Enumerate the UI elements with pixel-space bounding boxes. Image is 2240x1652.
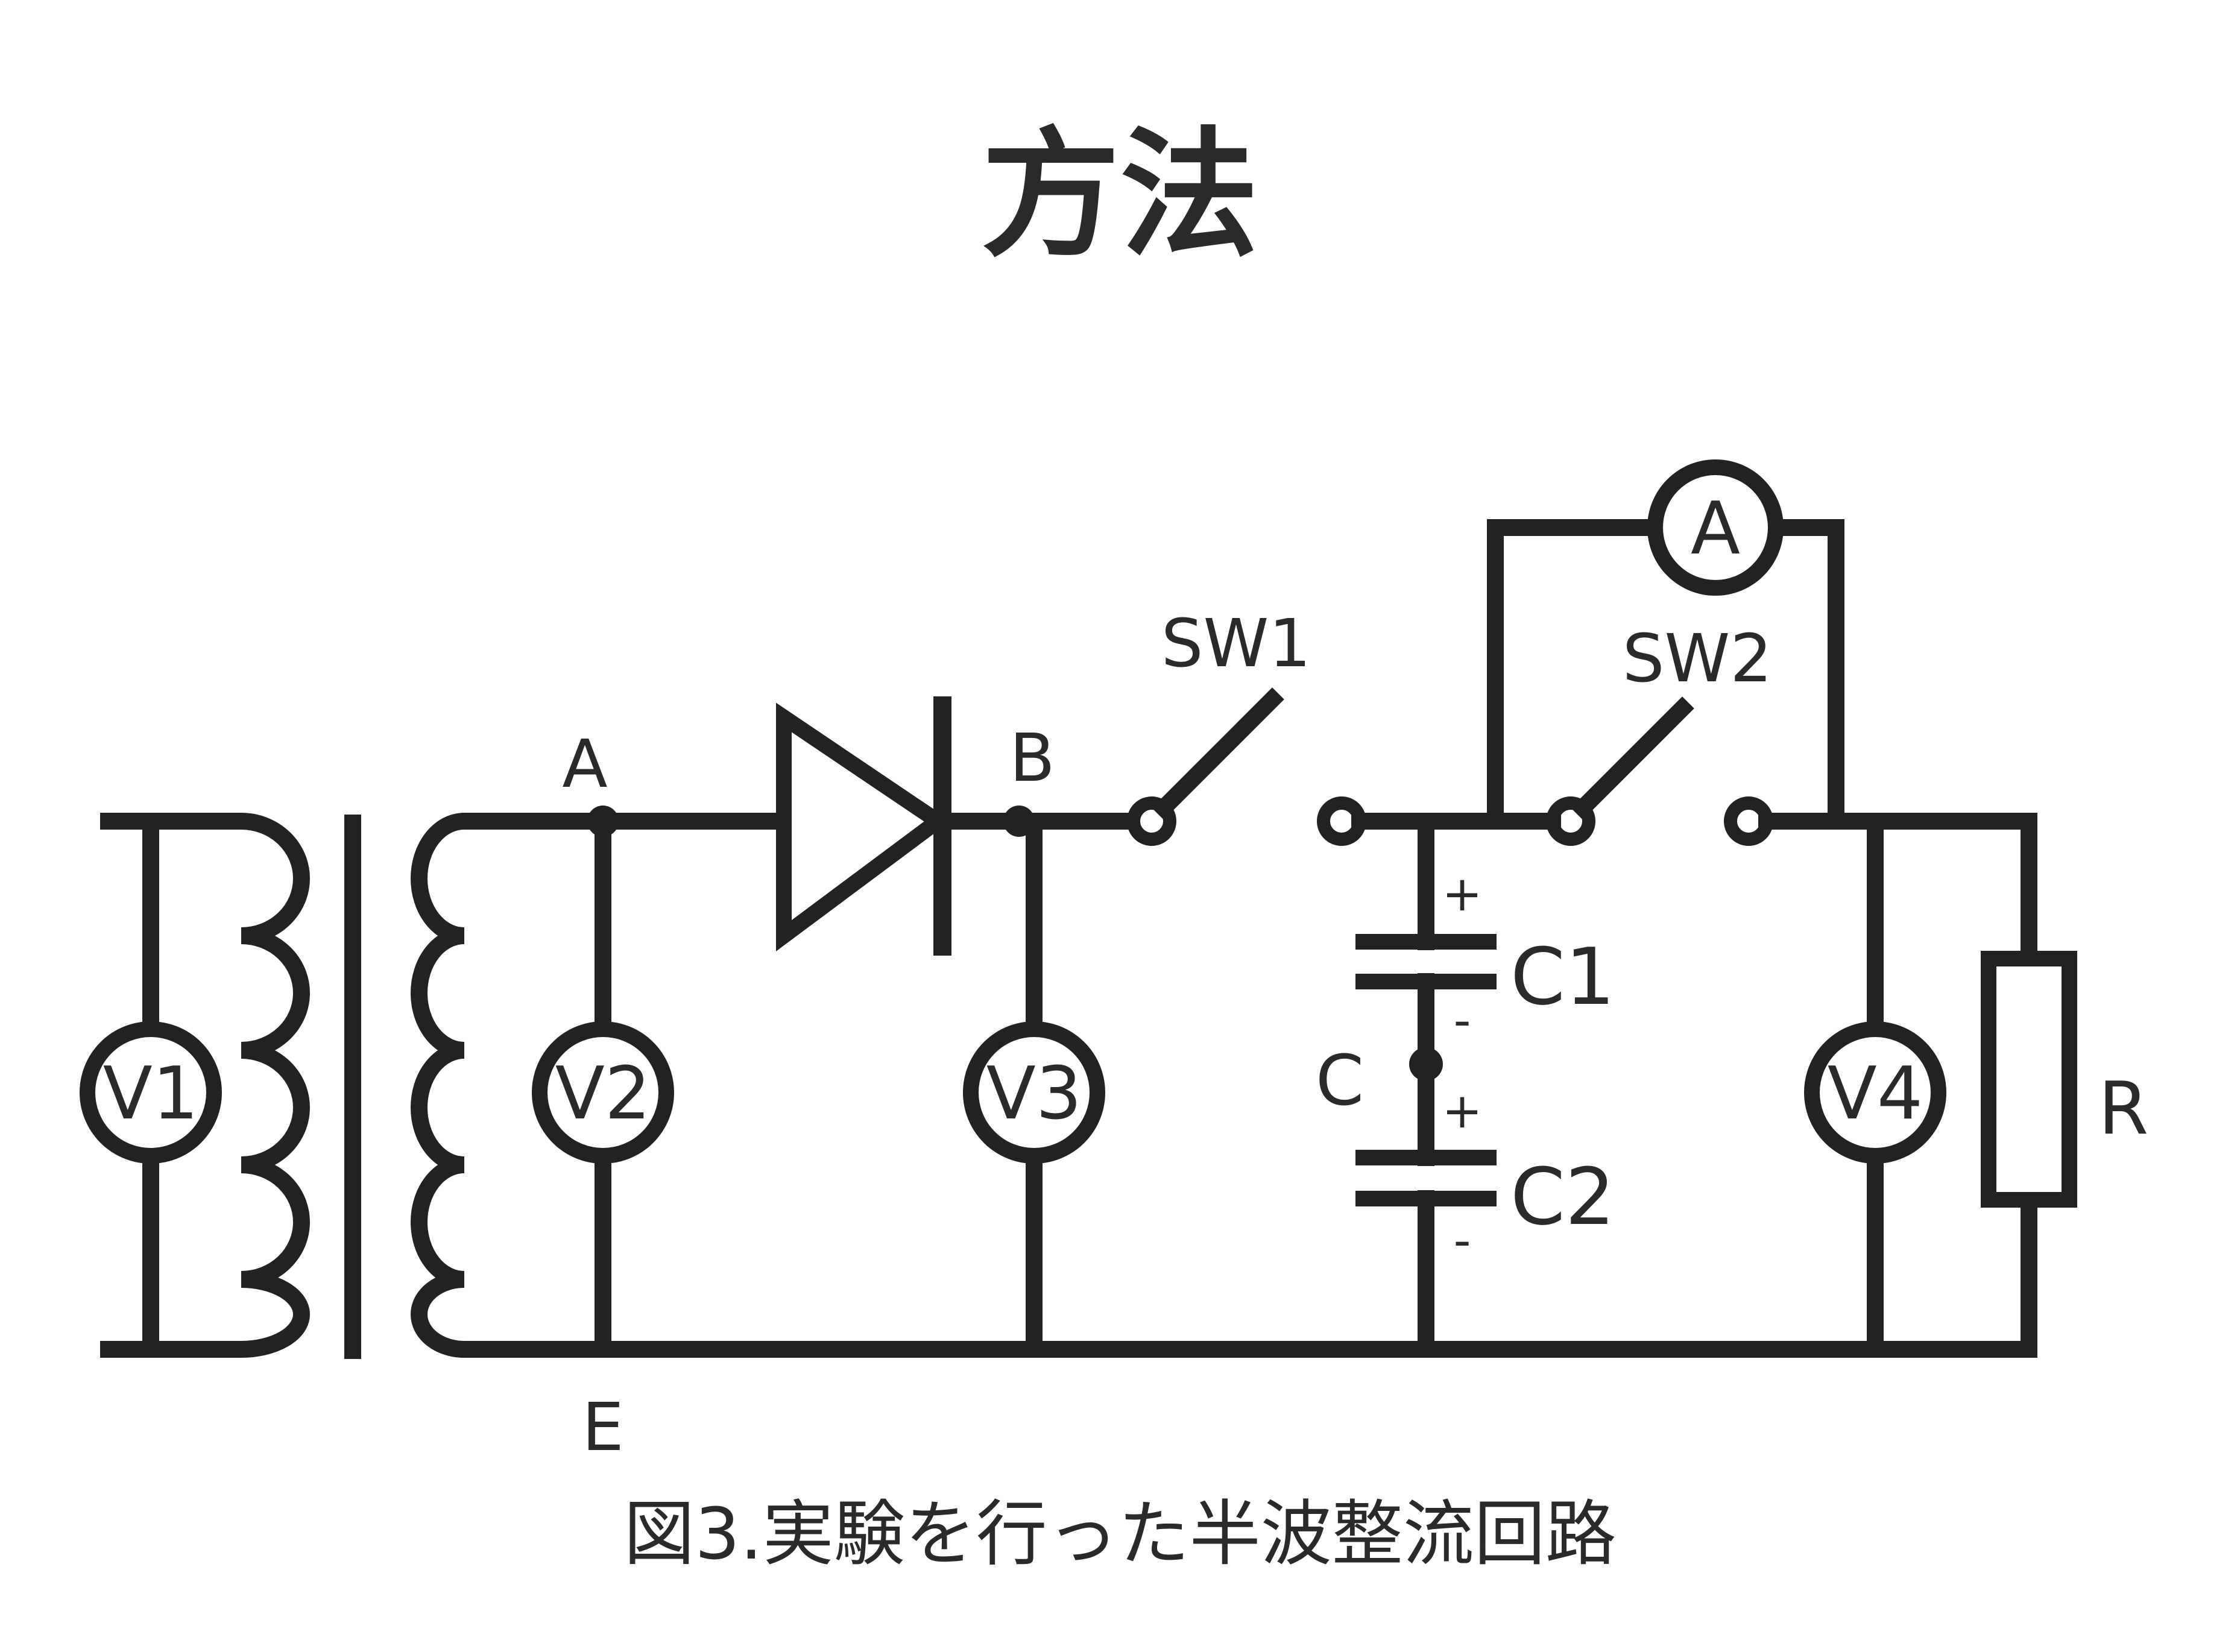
secondary-coil — [411, 813, 611, 1358]
sw1-blade — [1152, 687, 1284, 820]
sw1-label: SW1 — [1161, 605, 1311, 682]
page-title: 方法 — [981, 115, 1259, 276]
c2-label: C2 — [1510, 1151, 1615, 1243]
ammeter-label: A — [1691, 487, 1740, 571]
switch-sw2 — [1487, 696, 1844, 846]
v3-label: V3 — [986, 1052, 1082, 1136]
c2-plus-sign: + — [1442, 1083, 1482, 1139]
resistor-label: R — [2098, 1067, 2148, 1151]
c1-minus-sign: - — [1454, 992, 1471, 1048]
switch-sw1 — [1127, 687, 1366, 846]
voltmeter-v4: V4 — [1804, 1021, 1946, 1164]
v4-label: V4 — [1828, 1052, 1923, 1136]
c1-plus-sign: + — [1442, 866, 1482, 922]
c1-label: C1 — [1510, 931, 1615, 1023]
primary-coil — [142, 813, 310, 1358]
node-c-label: C — [1316, 1041, 1364, 1121]
figure-caption: 図3.実験を行った半波整流回路 — [623, 1492, 1617, 1575]
output-branch — [1828, 813, 2077, 1358]
node-b-label: B — [1009, 719, 1055, 796]
node-b-dot — [1003, 806, 1035, 837]
c2-minus-sign: - — [1454, 1212, 1471, 1269]
ammeter — [1647, 459, 1784, 596]
voltmeter-v3: V3 — [963, 1021, 1105, 1164]
sw2-label: SW2 — [1623, 620, 1773, 697]
v2-label: V2 — [555, 1052, 651, 1136]
node-a-dot — [587, 806, 619, 837]
sw2-blade — [1571, 696, 1694, 820]
ammeter-wire-right — [1767, 519, 1844, 830]
diode — [776, 696, 951, 956]
node-e-label: E — [582, 1389, 624, 1466]
voltmeter-v1: V1 — [80, 1021, 222, 1164]
v1-label: V1 — [103, 1052, 198, 1136]
ammeter-wire-left — [1487, 519, 1664, 830]
ammeter-branch: A — [1487, 459, 1844, 830]
node-a-label: A — [562, 725, 607, 802]
resistor — [1981, 951, 2077, 1208]
capacitor-branch — [1351, 813, 1504, 1358]
voltmeter-v2: V2 — [532, 1021, 674, 1164]
